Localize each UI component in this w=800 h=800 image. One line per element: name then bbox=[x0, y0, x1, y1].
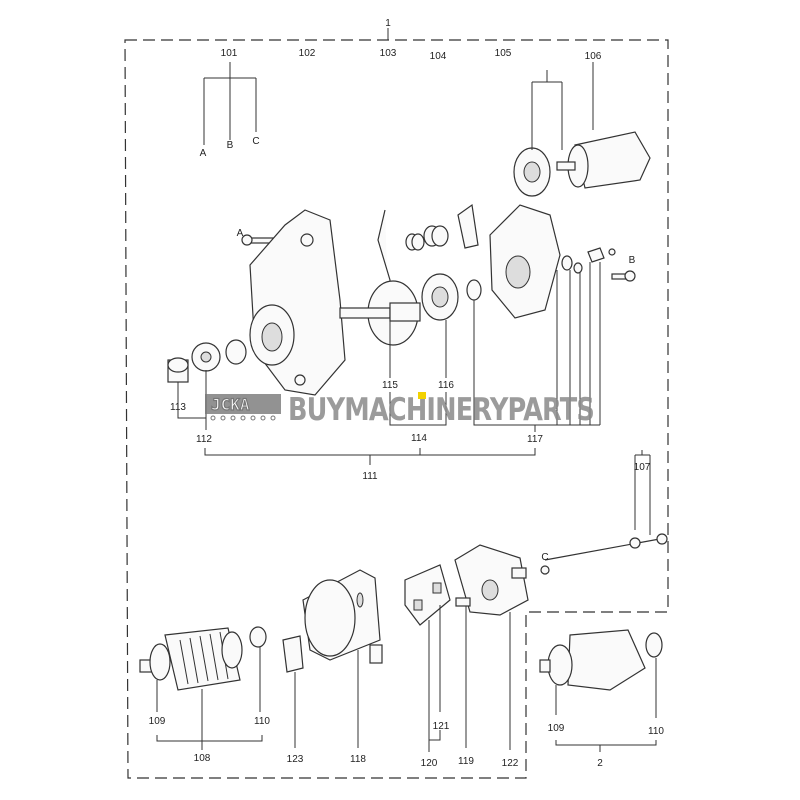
label-104: 104 bbox=[430, 51, 447, 62]
small-parts bbox=[561, 247, 636, 282]
washer bbox=[466, 279, 482, 301]
label-111: 111 bbox=[362, 471, 378, 482]
sub-assembly-2 bbox=[539, 629, 663, 752]
label-1: 1 bbox=[385, 18, 391, 29]
label-107: 107 bbox=[634, 462, 651, 473]
brush-holder bbox=[404, 564, 451, 752]
label-122: 122 bbox=[502, 758, 519, 769]
label-115: 115 bbox=[382, 380, 398, 391]
end-cover bbox=[454, 544, 529, 750]
label-113: 113 bbox=[170, 402, 186, 413]
label-106: 106 bbox=[585, 51, 602, 62]
watermark-accent bbox=[418, 392, 426, 399]
watermark-text: BUYMACHINERYPARTS bbox=[288, 392, 594, 428]
watermark-logo-text: JCKA bbox=[211, 395, 250, 414]
drive-housing bbox=[249, 209, 346, 396]
label-105: 105 bbox=[495, 48, 512, 59]
label-119: 119 bbox=[458, 756, 474, 767]
shift-lever bbox=[339, 209, 421, 346]
label-101: 101 bbox=[221, 48, 238, 59]
yoke bbox=[302, 569, 383, 748]
label-103: 103 bbox=[380, 48, 397, 59]
pinion-assembly bbox=[167, 339, 247, 383]
label-2: 2 bbox=[597, 758, 603, 769]
holder bbox=[282, 635, 304, 673]
watermark: JCKA BUYMACHINERYPARTS bbox=[205, 392, 595, 428]
label-109: 109 bbox=[149, 716, 166, 727]
label-116: 116 bbox=[438, 380, 454, 391]
label-b: B bbox=[629, 255, 636, 266]
center-bracket bbox=[489, 204, 561, 319]
springs bbox=[405, 203, 479, 251]
label-118: 118 bbox=[350, 754, 366, 765]
label-a: A bbox=[200, 148, 207, 159]
part-drawings bbox=[139, 62, 668, 752]
assembly-boundary bbox=[124, 28, 669, 779]
pinion-gear bbox=[421, 273, 459, 321]
label-120: 120 bbox=[421, 758, 438, 769]
label-123: 123 bbox=[287, 754, 304, 765]
label-a: A bbox=[237, 228, 244, 239]
label-112: 112 bbox=[196, 434, 212, 445]
label-117: 117 bbox=[527, 434, 543, 445]
label-102: 102 bbox=[299, 48, 316, 59]
screw-c bbox=[540, 565, 550, 575]
label-114: 114 bbox=[411, 433, 427, 444]
label-108: 108 bbox=[194, 753, 211, 764]
label-b: B bbox=[227, 140, 234, 151]
label-110: 110 bbox=[254, 716, 270, 727]
part-labels: 1 101 A B C 102 103 104 105 106 A B 113 … bbox=[149, 18, 665, 769]
label-109: 109 bbox=[548, 723, 565, 734]
solenoid bbox=[513, 62, 651, 197]
label-110: 110 bbox=[648, 726, 664, 737]
label-c: C bbox=[252, 136, 259, 147]
watermark-logo bbox=[205, 394, 281, 414]
label-121: 121 bbox=[433, 721, 450, 732]
label-c: C bbox=[541, 552, 548, 563]
through-bolt bbox=[544, 450, 668, 561]
armature bbox=[139, 626, 267, 750]
